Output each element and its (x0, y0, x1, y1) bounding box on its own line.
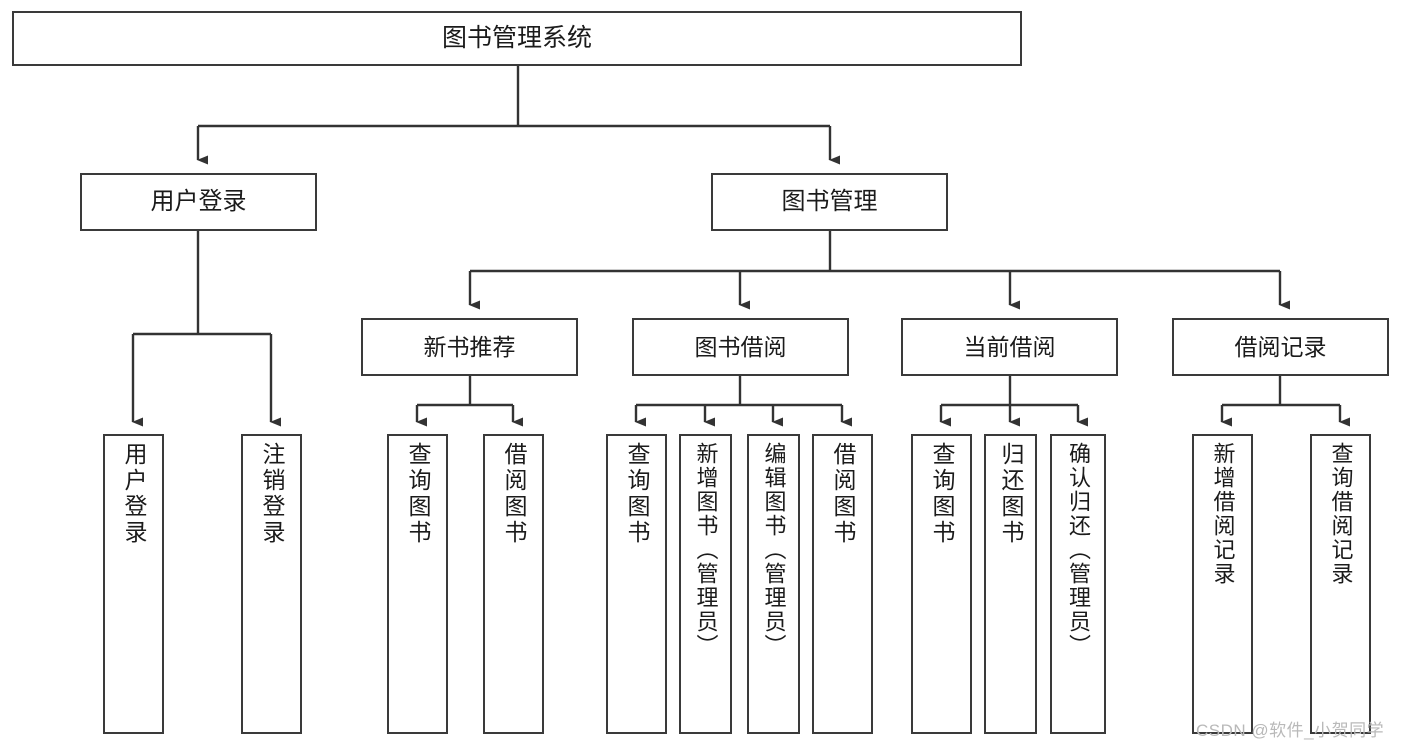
node-borrow-record[interactable]: 借阅记录 (1172, 318, 1389, 376)
node-label: 查询图书 (929, 442, 955, 546)
node-leaf-confirm-return[interactable]: 确认归还（管理员） (1050, 434, 1106, 734)
node-label: 借阅记录 (1234, 333, 1327, 360)
node-leaf-query-record[interactable]: 查询借阅记录 (1310, 434, 1371, 734)
node-root-system[interactable]: 图书管理系统 (12, 11, 1022, 66)
node-leaf-query-book-2[interactable]: 查询图书 (606, 434, 667, 734)
node-leaf-edit-book[interactable]: 编辑图书（管理员） (747, 434, 800, 734)
node-label: 借阅图书 (830, 442, 856, 546)
node-label: 确认归还（管理员） (1066, 442, 1091, 658)
node-label: 新增借阅记录 (1210, 442, 1236, 586)
node-leaf-query-book-3[interactable]: 查询图书 (911, 434, 972, 734)
node-label: 查询图书 (405, 442, 431, 546)
node-label: 借阅图书 (501, 442, 527, 546)
node-label: 当前借阅 (963, 333, 1056, 360)
node-label: 归还图书 (998, 442, 1024, 546)
node-label: 注销登录 (259, 442, 285, 546)
node-user-login[interactable]: 用户登录 (80, 173, 317, 231)
node-label: 新书推荐 (423, 333, 516, 360)
node-label: 用户登录 (150, 188, 247, 215)
csdn-watermark: CSDN @软件_小贺同学 (1196, 721, 1385, 740)
node-leaf-add-book[interactable]: 新增图书（管理员） (679, 434, 732, 734)
node-label: 图书借阅 (694, 333, 787, 360)
node-book-borrow[interactable]: 图书借阅 (632, 318, 849, 376)
node-leaf-logout[interactable]: 注销登录 (241, 434, 302, 734)
node-label: 图书管理 (781, 188, 878, 215)
node-leaf-query-book-1[interactable]: 查询图书 (387, 434, 448, 734)
node-leaf-add-record[interactable]: 新增借阅记录 (1192, 434, 1253, 734)
node-current-borrow[interactable]: 当前借阅 (901, 318, 1118, 376)
node-label: 查询图书 (624, 442, 650, 546)
node-leaf-borrow-book-1[interactable]: 借阅图书 (483, 434, 544, 734)
node-new-book-rec[interactable]: 新书推荐 (361, 318, 578, 376)
node-label: 用户登录 (121, 442, 147, 546)
node-label: 查询借阅记录 (1328, 442, 1354, 586)
node-label: 编辑图书（管理员） (761, 442, 787, 658)
node-label: 图书管理系统 (441, 23, 592, 52)
node-label: 新增图书（管理员） (693, 442, 719, 658)
node-leaf-user-login[interactable]: 用户登录 (103, 434, 164, 734)
node-leaf-borrow-book-2[interactable]: 借阅图书 (812, 434, 873, 734)
node-book-manage[interactable]: 图书管理 (711, 173, 948, 231)
node-leaf-return-book[interactable]: 归还图书 (984, 434, 1037, 734)
